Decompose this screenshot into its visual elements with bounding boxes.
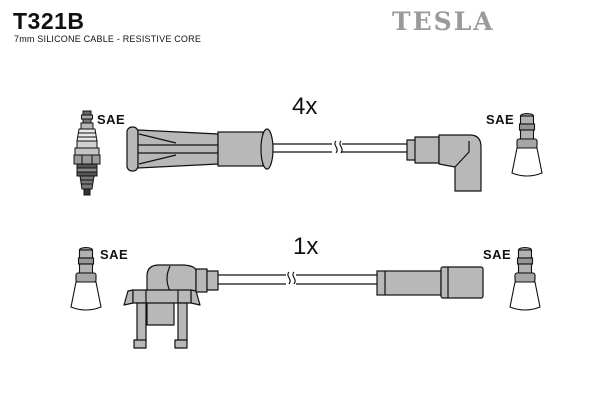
distributor-terminal-icon-bottom-left bbox=[70, 246, 102, 311]
part-number: T321B bbox=[13, 8, 85, 34]
cable-bottom bbox=[218, 271, 377, 285]
sae-label-top-left: SAE bbox=[97, 112, 126, 127]
quantity-label-top: 4x bbox=[292, 93, 318, 120]
angled-boot bbox=[406, 134, 482, 192]
cable-break-mark bbox=[287, 271, 296, 285]
cylindrical-connector bbox=[376, 266, 484, 299]
sae-label-bottom-right: SAE bbox=[483, 247, 512, 262]
straight-boot bbox=[126, 126, 274, 172]
distributor-terminal-icon-top-right bbox=[511, 112, 543, 177]
cable-top bbox=[273, 140, 407, 154]
distributor-terminal-icon-bottom-right bbox=[509, 246, 541, 311]
product-subtitle: 7mm SILICONE CABLE - RESISTIVE CORE bbox=[14, 34, 202, 44]
brand-logo: TESLA bbox=[392, 7, 495, 36]
spark-plug-icon bbox=[73, 110, 101, 196]
cable-break-mark bbox=[334, 140, 343, 154]
elbow-boot-with-bracket bbox=[123, 264, 219, 349]
quantity-label-bottom: 1x bbox=[293, 233, 319, 260]
sae-label-top-right: SAE bbox=[486, 112, 515, 127]
sae-label-bottom-left: SAE bbox=[100, 247, 129, 262]
